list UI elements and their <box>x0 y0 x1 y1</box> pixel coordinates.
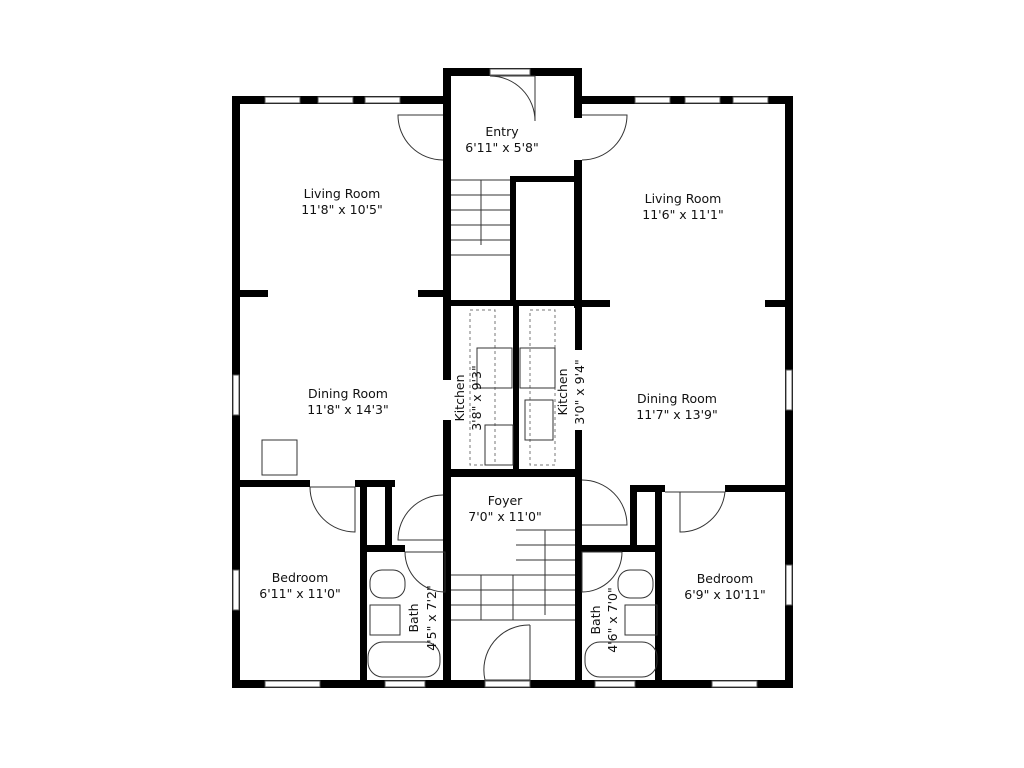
room-name: Bedroom <box>272 570 329 585</box>
room-size: 11'8" x 10'5" <box>301 202 382 217</box>
room-name: Bedroom <box>697 571 754 586</box>
windows <box>232 68 793 688</box>
room-size: 11'6" x 11'1" <box>642 207 723 222</box>
room-name: Dining Room <box>637 391 717 406</box>
room-name: Living Room <box>304 186 381 201</box>
room-size: 7'0" x 11'0" <box>468 509 541 524</box>
room-size: 4'6" x 7'0" <box>605 587 620 653</box>
doors <box>309 75 726 681</box>
room-name: Foyer <box>488 493 523 508</box>
room-name: Dining Room <box>308 386 388 401</box>
fixtures <box>261 309 658 678</box>
room-name: Living Room <box>645 191 722 206</box>
room-size: 6'9" x 10'11" <box>684 587 765 602</box>
room-labels: Entry 6'11" x 5'8" Living Room 11'8" x 1… <box>259 124 765 653</box>
room-size: 11'8" x 14'3" <box>307 402 388 417</box>
room-name: Kitchen <box>555 369 570 416</box>
room-name: Bath <box>588 605 603 634</box>
room-size: 6'11" x 5'8" <box>465 140 538 155</box>
room-size: 6'11" x 11'0" <box>259 586 340 601</box>
room-size: 11'7" x 13'9" <box>636 407 717 422</box>
room-name: Bath <box>406 603 421 632</box>
room-name: Kitchen <box>452 375 467 422</box>
room-name: Entry <box>485 124 519 139</box>
room-size: 3'0" x 9'4" <box>572 359 587 425</box>
room-size: 4'5" x 7'2" <box>424 585 439 651</box>
stairs <box>451 179 575 621</box>
room-size: 3'8" x 9'3" <box>469 365 484 431</box>
